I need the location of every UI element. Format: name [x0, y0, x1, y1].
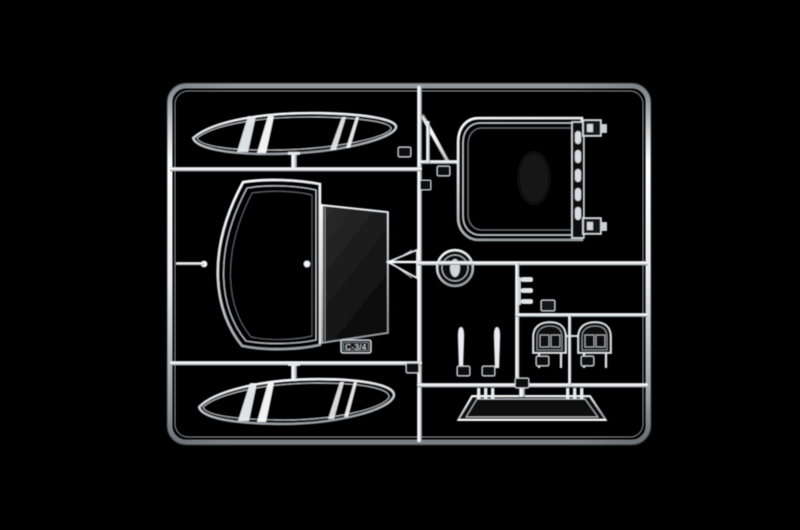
sprue-artwork: C-3/4 [0, 0, 800, 530]
sprue-photograph: C-3/4 [0, 0, 800, 530]
photo-vignette [0, 0, 800, 530]
